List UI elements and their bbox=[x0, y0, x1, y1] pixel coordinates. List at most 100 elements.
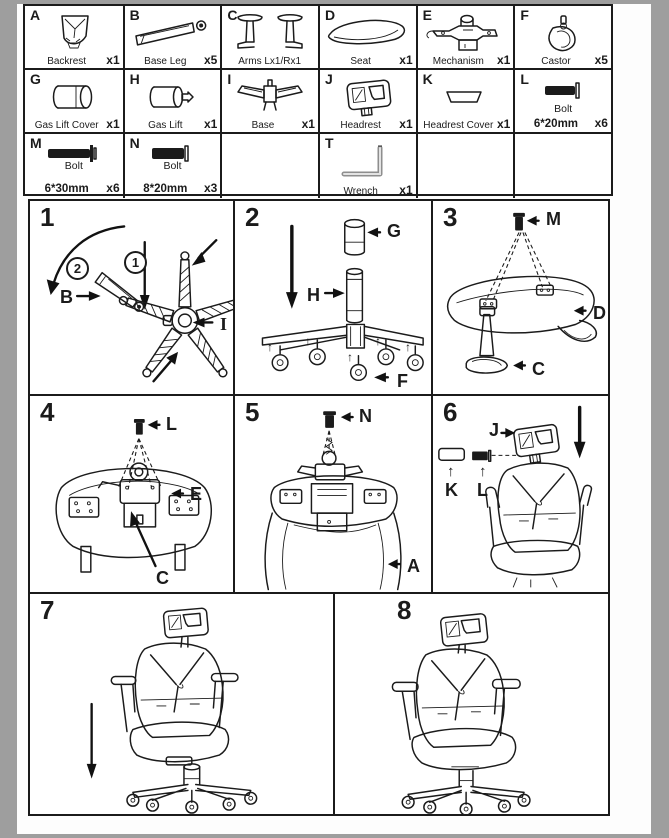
part-letter: C bbox=[227, 7, 238, 23]
part-letter: K bbox=[422, 71, 433, 87]
part-qty: x1 bbox=[106, 117, 120, 131]
step-panel-4: 4 bbox=[28, 394, 235, 594]
base-leg-icon bbox=[135, 20, 207, 46]
castor-group bbox=[271, 339, 424, 382]
part-qty: x1 bbox=[399, 117, 413, 131]
part-qty: x3 bbox=[203, 181, 218, 195]
mechanism-icon bbox=[426, 14, 499, 51]
part-cell-seat: D Seat x1 bbox=[317, 6, 416, 68]
part-qty: x6 bbox=[106, 181, 120, 195]
part-name: Bolt bbox=[163, 160, 182, 172]
up-arrow-icon: ↑ bbox=[405, 340, 411, 354]
part-name: Headrest bbox=[340, 120, 381, 131]
seat-icon bbox=[327, 19, 405, 45]
part-qty: x1 bbox=[496, 53, 511, 67]
headrest-cover-icon bbox=[446, 91, 483, 103]
part-letter: D bbox=[324, 7, 336, 23]
up-arrow-icon: ↑ bbox=[267, 340, 273, 354]
label-part-c: C bbox=[156, 568, 169, 588]
step6-drawing bbox=[438, 405, 593, 588]
backrest-icon bbox=[61, 15, 89, 49]
part-letter: B bbox=[129, 7, 140, 23]
step-number: 1 bbox=[40, 202, 55, 232]
part-name: Bolt bbox=[554, 103, 573, 115]
part-qty: x1 bbox=[106, 53, 120, 67]
label-part-a: A bbox=[407, 556, 420, 576]
label-part-h: H bbox=[307, 285, 320, 305]
part-name: Arms Lx1/Rx1 bbox=[238, 56, 302, 67]
label-part-k: K bbox=[445, 480, 458, 500]
part-qty: x1 bbox=[399, 183, 413, 197]
bolt-icon bbox=[47, 145, 97, 162]
step5-drawing bbox=[264, 411, 402, 591]
up-arrow-icon: ↑ bbox=[375, 334, 381, 348]
part-name: Gas Lift Cover bbox=[34, 120, 99, 131]
part-letter: F bbox=[520, 7, 529, 23]
label-part-i: I bbox=[220, 314, 228, 334]
step-number: 2 bbox=[245, 202, 260, 232]
label-part-b: B bbox=[60, 287, 73, 307]
step3-drawing bbox=[446, 212, 597, 374]
up-arrow-icon: ↑ bbox=[347, 350, 353, 364]
circled-number-1: 1 bbox=[124, 251, 147, 274]
step8-drawing bbox=[391, 613, 531, 814]
part-letter: M bbox=[30, 135, 42, 151]
part-cell-backrest: A Backrest x1 bbox=[25, 6, 123, 68]
up-arrow-icon: ↑ bbox=[479, 463, 487, 480]
step-number: 3 bbox=[443, 202, 458, 232]
up-arrow-icon: ↑ bbox=[447, 463, 455, 480]
assembly-steps: 1 bbox=[28, 199, 610, 820]
empty-cell bbox=[513, 132, 611, 198]
part-qty: x1 bbox=[399, 53, 413, 67]
part-name: Backrest bbox=[47, 56, 87, 67]
part-name: Headrest Cover bbox=[423, 120, 494, 131]
part-letter: L bbox=[520, 71, 529, 87]
part-name: Base Leg bbox=[144, 56, 187, 67]
label-part-l: L bbox=[166, 414, 177, 434]
part-cell-arms: C Arms Lx1/Rx1 bbox=[220, 6, 318, 68]
step-panel-2: 2 bbox=[233, 199, 433, 396]
part-name: Seat bbox=[350, 56, 371, 67]
circled-number-2: 2 bbox=[66, 257, 89, 280]
step-number: 6 bbox=[443, 397, 458, 427]
part-letter: I bbox=[227, 71, 232, 87]
step-panel-8: 8 bbox=[333, 592, 610, 816]
part-qty: x1 bbox=[496, 117, 511, 131]
part-qty: x6 bbox=[594, 116, 608, 130]
step-panel-5: 5 bbox=[233, 394, 433, 594]
step2-drawing bbox=[261, 218, 424, 383]
part-name: Gas Lift bbox=[148, 120, 183, 131]
step1-drawing bbox=[46, 225, 233, 383]
up-arrow-icon: ↑ bbox=[305, 334, 311, 348]
step-number: 7 bbox=[40, 595, 55, 625]
part-name: Base bbox=[251, 120, 275, 131]
part-letter: N bbox=[129, 135, 140, 151]
label-part-g: G bbox=[387, 221, 402, 241]
step-panel-6: 6 bbox=[431, 394, 610, 594]
part-letter: A bbox=[30, 7, 41, 23]
empty-cell bbox=[220, 132, 318, 198]
label-part-m: M bbox=[546, 209, 561, 229]
gas-lift-cover-icon bbox=[52, 85, 93, 109]
wrench-icon bbox=[341, 145, 383, 177]
arms-icon bbox=[237, 14, 303, 49]
empty-cell bbox=[415, 132, 514, 198]
bolt-icon bbox=[152, 145, 190, 162]
step-number: 5 bbox=[245, 397, 260, 427]
label-part-n: N bbox=[359, 406, 372, 426]
label-part-e: E bbox=[190, 484, 203, 504]
headrest-icon bbox=[346, 79, 392, 117]
label-part-f: F bbox=[397, 371, 408, 391]
part-name: Bolt bbox=[64, 160, 83, 172]
